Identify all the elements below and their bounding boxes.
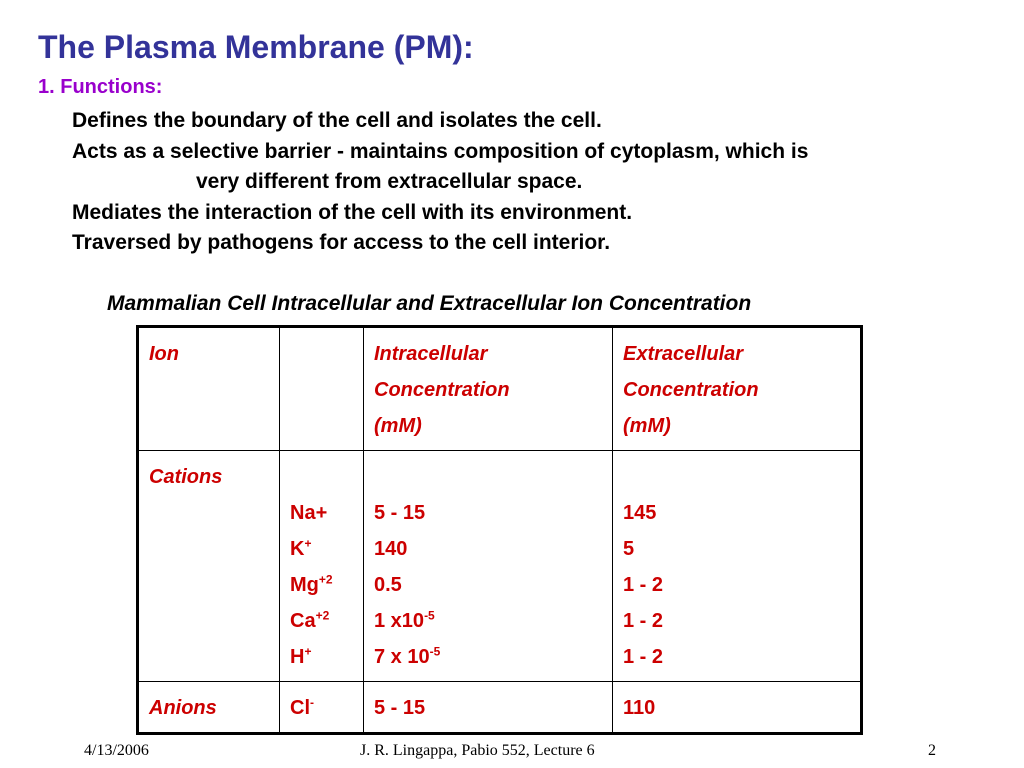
bullet-boundary: Defines the boundary of the cell and iso… (72, 109, 602, 132)
header-intracellular-line-3: (mM) (374, 415, 422, 437)
cations-spacer-extra (623, 459, 850, 495)
intra-cl: 5 - 15 (374, 697, 426, 719)
anions-label-cell: Anions (137, 681, 280, 734)
intra-ca-exponent: -5 (424, 608, 435, 623)
ion-cl-symbol: Cl (290, 697, 310, 719)
ion-k-symbol: K (290, 538, 305, 560)
cations-ion-cell: Na+ K+ Mg+2 Ca+2 H+ (279, 450, 364, 682)
intra-h: 7 x 10-5 (374, 639, 602, 675)
intra-ca-value: 1 x10 (374, 610, 425, 632)
ion-h-symbol: H (290, 646, 305, 668)
bullet-selective-barrier: Acts as a selective barrier - maintains … (72, 140, 809, 163)
header-symbol (279, 326, 364, 451)
cations-intracellular-cell: 5 - 15 140 0.5 1 x10-5 7 x 10-5 (363, 450, 613, 682)
header-intracellular: Intracellular Concentration (mM) (363, 326, 613, 451)
table-row-cations: Cations Na+ K+ Mg+2 Ca+2 H+ 5 - 15 140 0… (137, 450, 862, 682)
anions-extracellular-cell: 110 (612, 681, 862, 734)
cations-label-cell: Cations (137, 450, 280, 682)
ion-mg-symbol: Mg (290, 574, 319, 596)
ion-mg: Mg+2 (290, 567, 353, 603)
ion-concentration-table: Ion Intracellular Concentration (mM) Ext… (136, 325, 863, 735)
extra-mg: 1 - 2 (623, 574, 664, 596)
extra-k: 5 (623, 538, 635, 560)
intra-k: 140 (374, 538, 408, 560)
header-extracellular-line-3: (mM) (623, 415, 671, 437)
header-extracellular-line-2: Concentration (623, 379, 759, 401)
cations-spacer-intra (374, 459, 602, 495)
extra-h: 1 - 2 (623, 646, 664, 668)
header-extracellular-line-1: Extracellular (623, 343, 744, 365)
bullet-selective-barrier-continued: very different from extracellular space. (196, 170, 583, 193)
header-intracellular-line-1: Intracellular (374, 343, 488, 365)
extra-na: 145 (623, 502, 657, 524)
intra-na: 5 - 15 (374, 502, 426, 524)
ion-k: K+ (290, 531, 353, 567)
ion-ca-symbol: Ca (290, 610, 316, 632)
ion-ca-charge: +2 (315, 608, 330, 623)
intra-ca: 1 x10-5 (374, 603, 602, 639)
ion-h: H+ (290, 639, 353, 675)
slide-title: The Plasma Membrane (PM): (38, 29, 474, 65)
table-caption: Mammalian Cell Intracellular and Extrace… (107, 292, 752, 315)
table-row-anions: Anions Cl- 5 - 15 110 (137, 681, 862, 734)
anions-ion-cell: Cl- (279, 681, 364, 734)
header-intracellular-line-2: Concentration (374, 379, 510, 401)
ion-mg-charge: +2 (318, 572, 333, 587)
section-heading-functions: 1. Functions: (38, 76, 163, 98)
ion-na-symbol: Na+ (290, 502, 328, 524)
cations-spacer-ion (290, 459, 353, 495)
extra-ca: 1 - 2 (623, 610, 664, 632)
anions-intracellular-cell: 5 - 15 (363, 681, 613, 734)
header-ion: Ion (137, 326, 280, 451)
cations-extracellular-cell: 145 5 1 - 2 1 - 2 1 - 2 (612, 450, 862, 682)
table-header-row: Ion Intracellular Concentration (mM) Ext… (137, 326, 862, 451)
intra-h-value: 7 x 10 (374, 646, 430, 668)
footer-course: J. R. Lingappa, Pabio 552, Lecture 6 (360, 742, 595, 759)
ion-cl-charge: - (310, 695, 314, 710)
header-ion-label: Ion (149, 343, 179, 365)
ion-k-charge: + (304, 536, 312, 551)
footer-date: 4/13/2006 (84, 742, 149, 759)
extra-cl: 110 (623, 697, 656, 719)
ion-cl: Cl- (290, 690, 353, 726)
ion-na: Na+ (290, 495, 353, 531)
ion-h-charge: + (304, 644, 312, 659)
anions-label: Anions (149, 697, 217, 719)
header-symbol-label (290, 336, 353, 372)
bullet-pathogens: Traversed by pathogens for access to the… (72, 231, 611, 254)
intra-mg: 0.5 (374, 574, 402, 596)
bullet-mediates-interaction: Mediates the interaction of the cell wit… (72, 201, 633, 224)
intra-h-exponent: -5 (429, 644, 441, 659)
cations-label: Cations (149, 466, 223, 488)
ion-ca: Ca+2 (290, 603, 353, 639)
header-extracellular: Extracellular Concentration (mM) (612, 326, 862, 451)
footer-page-number: 2 (928, 742, 936, 759)
